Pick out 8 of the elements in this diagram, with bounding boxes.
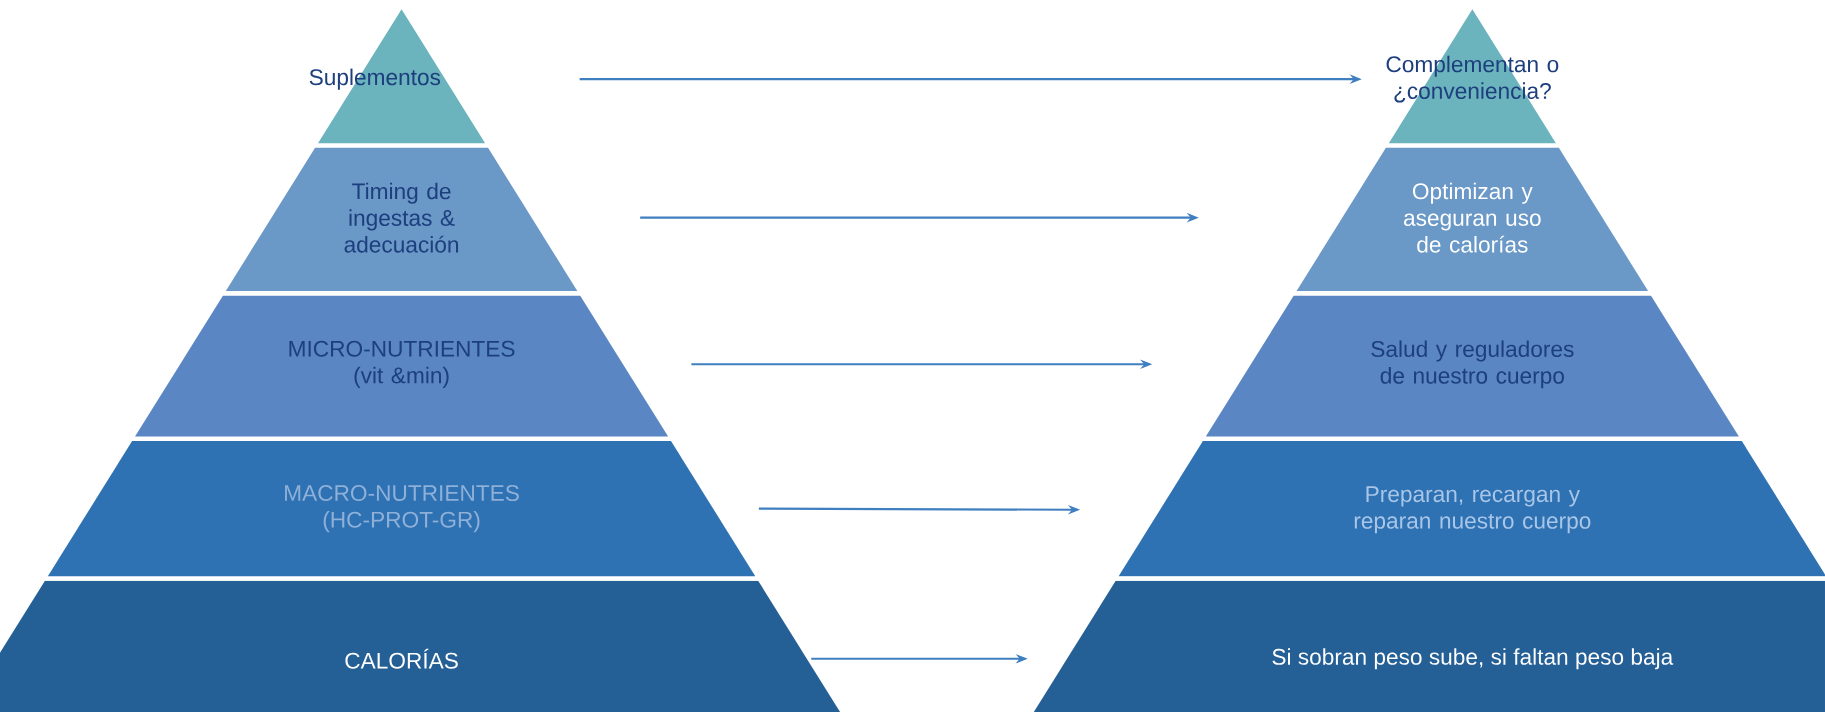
pyramid-level: Optimizan y aseguran uso de calorías	[1296, 147, 1649, 291]
pyramid-level: Timing de ingestas & adecuación	[225, 147, 578, 291]
pyramid-level: CALORÍAS	[0, 580, 861, 712]
pyramid-level: Si sobran peso sube, si faltan peso baja	[1013, 580, 1825, 712]
pyramid-level: Preparan, recargan y reparan nuestro cuerpo	[1118, 440, 1825, 576]
pyramid-level: Salud y reguladores de nuestro cuerpo	[1205, 295, 1739, 437]
pyramid-level: MICRO-NUTRIENTES (vit &min)	[135, 295, 669, 437]
pyramid-level: MACRO-NUTRIENTES (HC-PROT-GR)	[47, 440, 756, 576]
